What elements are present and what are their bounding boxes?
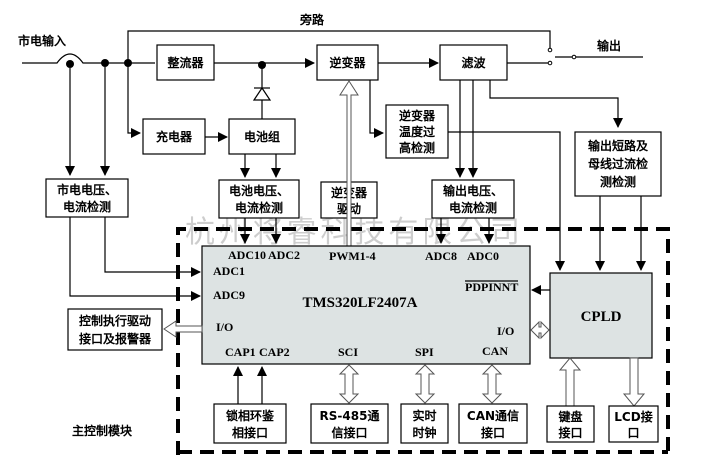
cpld-block <box>549 272 653 359</box>
sci-rs485-bidirectional-arrow <box>338 364 360 404</box>
mains-detect-to-adc1-arrow <box>104 217 201 277</box>
filter-to-short-detect-arrow <box>489 80 623 128</box>
pin-adc9: ADC9 <box>213 288 245 302</box>
pll-block <box>213 403 287 444</box>
short-detect-label-3: 测检测 <box>600 174 636 189</box>
battery-detect-label-2: 电流检测 <box>235 200 283 215</box>
rtc-label-2: 时钟 <box>412 425 436 440</box>
control-driver-block <box>67 308 163 351</box>
mains-detect-label-1: 市电电压、 <box>57 182 117 197</box>
keyboard-label-1: 键盘 <box>557 409 582 424</box>
can-bidirectional-arrow <box>481 364 503 404</box>
pll-label-1: 锁相环鉴 <box>226 408 275 423</box>
output-detect-label-1: 输出电压、 <box>443 183 503 198</box>
inverter-label: 逆变器 <box>329 55 366 70</box>
switch-pivot <box>571 54 577 60</box>
output-detect-block <box>431 179 515 219</box>
pin-io-left: I/O <box>216 320 233 334</box>
short-detect-block <box>574 131 662 197</box>
lcd-label-1: LCD接 <box>614 409 652 424</box>
pin-sci: SCI <box>338 345 358 359</box>
can-interface-label-1: CAN通信 <box>467 408 519 423</box>
can-interface-block <box>458 403 528 444</box>
mains-detect-to-adc9-arrow <box>69 217 201 301</box>
pin-pwm: PWM1-4 <box>329 249 376 263</box>
mains-detect-label-2: 电流检测 <box>63 199 111 214</box>
io-cpld-bidirectional-arrow <box>530 320 550 340</box>
keyboard-to-cpld-hollow-arrow <box>558 357 582 407</box>
temp-to-cpld-arrow <box>448 131 565 271</box>
keyboard-label-2: 接口 <box>558 425 582 440</box>
spi-rtc-bidirectional-arrow <box>414 364 436 404</box>
pin-adc2: ADC2 <box>268 248 300 262</box>
keyboard-block <box>546 405 595 443</box>
inverter-temp-label-2: 温度过 <box>399 124 435 139</box>
can-interface-label-2: 接口 <box>481 425 505 440</box>
io-to-control-driver-hollow-arrow <box>163 320 203 338</box>
battery-detect-label-1: 电池电压、 <box>229 183 289 198</box>
inverter-temp-label-1: 逆变器 <box>399 108 436 123</box>
rs485-label-1: RS-485通 <box>320 408 380 423</box>
bypass-line <box>127 30 551 63</box>
pwm-to-inverter-hollow-arrow <box>339 80 359 247</box>
battery-label: 电池组 <box>244 129 280 144</box>
diode-icon <box>252 86 272 101</box>
switch-contact <box>547 60 553 66</box>
output-detect-label-2: 电流检测 <box>449 200 497 215</box>
rs485-label-2: 信接口 <box>331 425 367 440</box>
inverter-temp-label-3: 高检测 <box>399 140 435 155</box>
switch-contact <box>547 47 553 53</box>
charger-label: 充电器 <box>156 129 193 144</box>
inverter-to-temp-arrow <box>369 80 384 138</box>
rs485-block <box>310 403 389 444</box>
pin-adc8: ADC8 <box>425 249 457 263</box>
pin-cap2: CAP2 <box>259 345 290 359</box>
junction-dot <box>101 59 109 67</box>
rectifier-block <box>156 44 215 81</box>
watermark: 杭州将睿科技有限公司 <box>185 215 520 250</box>
rectifier-label: 整流器 <box>166 55 204 70</box>
mains-input-label: 市电输入 <box>18 33 66 48</box>
pin-adc10: ADC10 <box>228 248 266 262</box>
main-control-module-boundary <box>176 227 670 455</box>
short-detect-label-2: 母线过流检 <box>588 156 648 171</box>
bypass-label: 旁路 <box>299 12 325 27</box>
control-driver-label-1: 控制执行驱动 <box>79 313 151 328</box>
pin-can: CAN <box>482 344 508 358</box>
main-control-module-label: 主控制模块 <box>72 423 133 438</box>
cpld-to-lcd-hollow-arrow <box>622 357 646 407</box>
short-detect-label-1: 输出短路及 <box>588 138 649 153</box>
pin-io-right: I/O <box>497 324 514 338</box>
mains-to-charger-arrow <box>127 63 141 138</box>
mains-detect-block <box>45 178 129 218</box>
lcd-block <box>608 405 659 443</box>
battery-block <box>228 118 296 155</box>
pin-adc0: ADC0 <box>467 249 499 263</box>
dsp-chip-block <box>201 245 531 365</box>
filter-label: 滤波 <box>461 55 486 70</box>
cpld-label: CPLD <box>581 309 622 325</box>
dsp-chip-name: TMS320LF2407A <box>302 295 417 311</box>
pin-adc1: ADC1 <box>213 264 245 278</box>
pin-pdpint: PDPINNT <box>465 280 518 294</box>
pin-cap1: CAP1 <box>225 345 256 359</box>
output-label: 输出 <box>597 38 621 53</box>
mains-line <box>22 53 155 64</box>
pin-spi: SPI <box>415 345 434 359</box>
rtc-block <box>400 403 449 444</box>
junction-dot <box>66 60 74 68</box>
pll-label-2: 相接口 <box>232 425 268 440</box>
battery-detect-block <box>218 179 300 219</box>
control-driver-label-2: 接口及报警器 <box>79 331 152 346</box>
rtc-label-1: 实时 <box>412 408 436 423</box>
lcd-label-2: 口 <box>627 426 639 440</box>
inverter-temp-detect-block <box>385 104 449 159</box>
